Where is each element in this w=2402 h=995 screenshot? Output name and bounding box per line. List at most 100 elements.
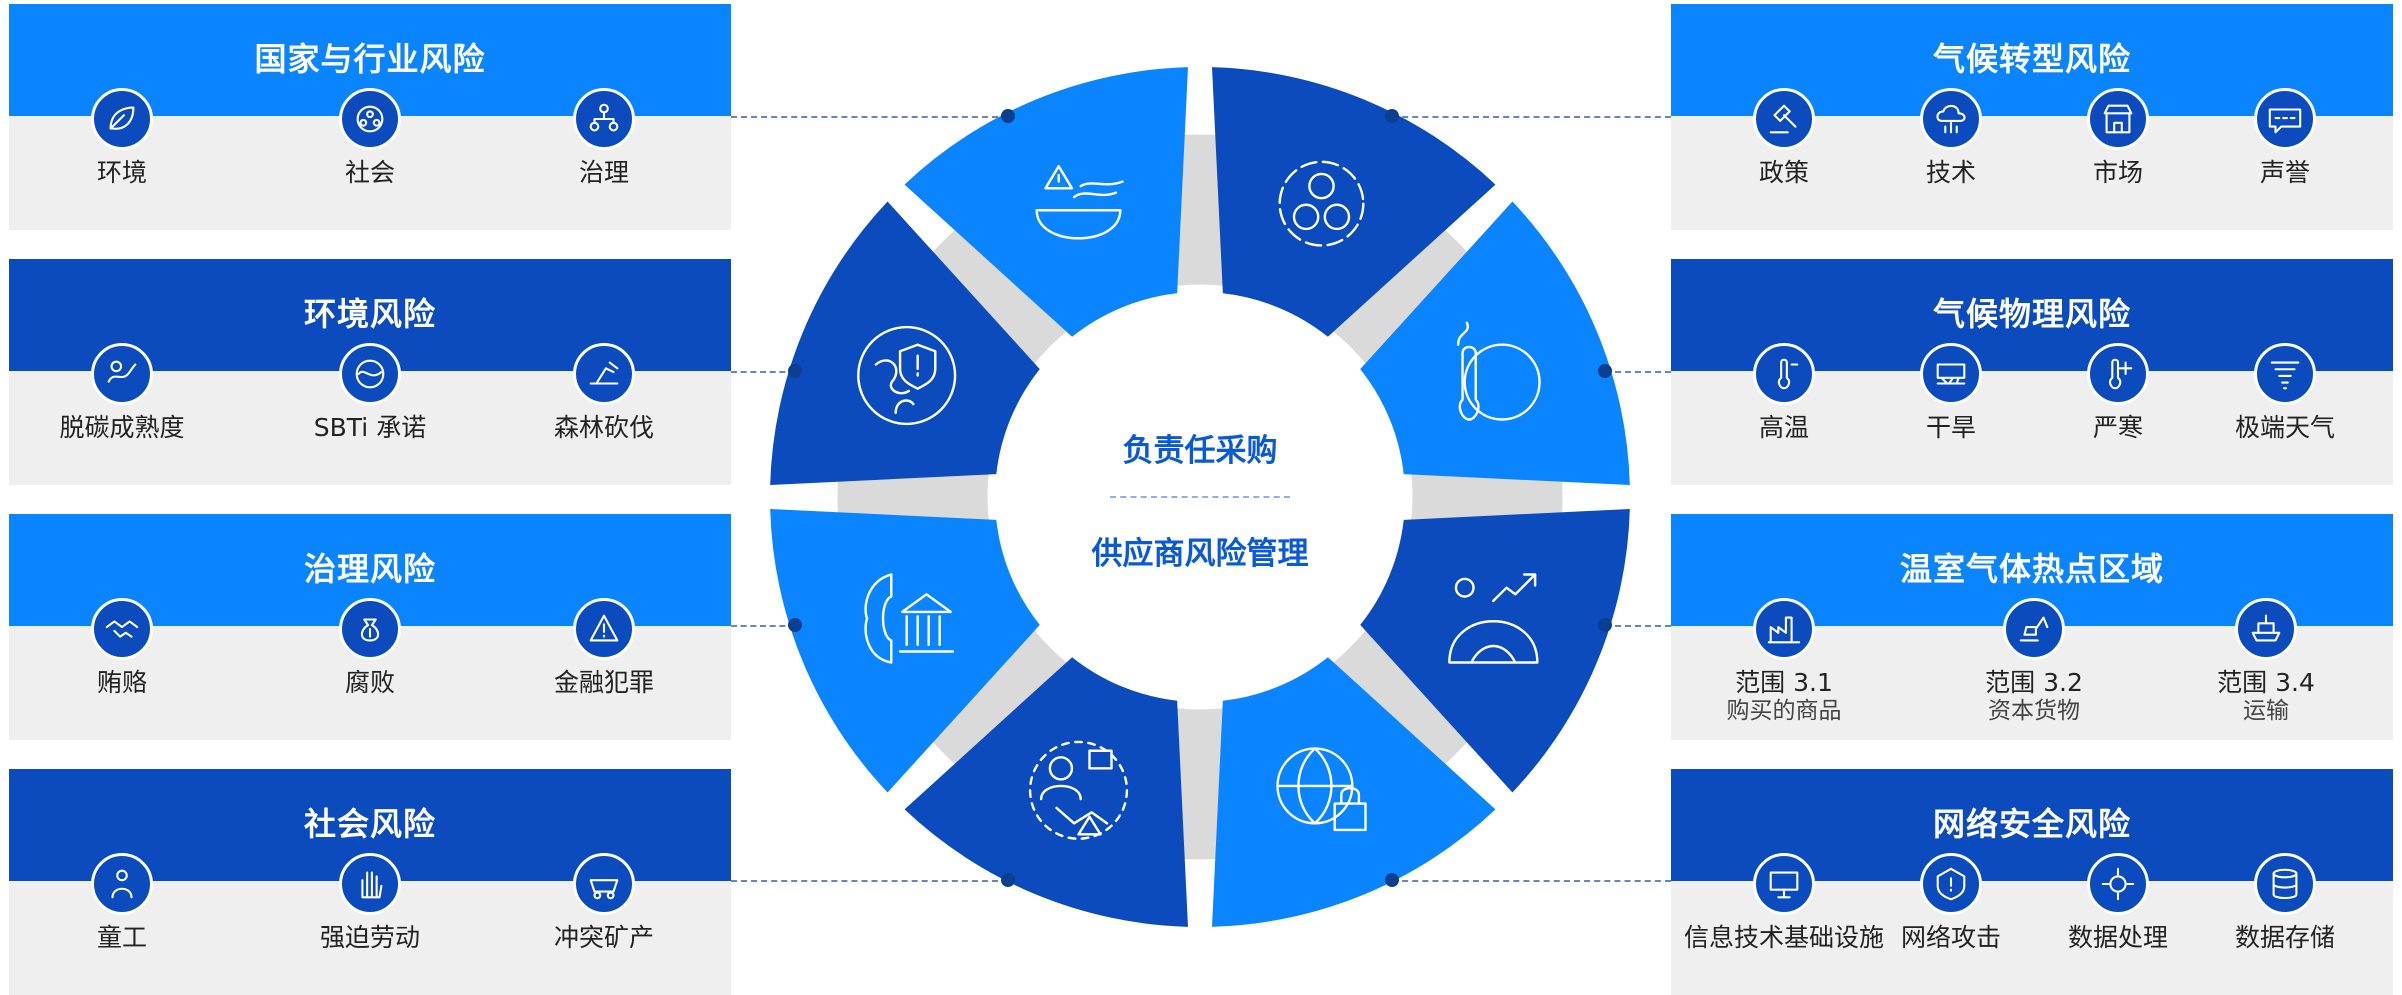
- risk-item-icon-badge: [339, 598, 401, 660]
- risk-item-icon-badge: [339, 343, 401, 405]
- risk-item-label: 极端天气: [2234, 413, 2335, 442]
- fire-thermometer-globe-icon: [1456, 321, 1541, 421]
- connector-line: [731, 371, 795, 373]
- factory-icon: [1767, 616, 1801, 644]
- panel-title: 气候物理风险: [1932, 295, 2131, 333]
- left-panel-3: 社会风险童工强迫劳动冲突矿产: [9, 769, 731, 995]
- risk-item: 声誉: [2170, 88, 2400, 188]
- data-process-icon: [2101, 867, 2135, 901]
- sun-trend-globe-icon: [1448, 573, 1539, 664]
- risk-item-icon-badge: [91, 853, 153, 915]
- connector-line: [731, 625, 795, 627]
- handshake-icon: [105, 620, 139, 638]
- ship-icon: [2251, 614, 2281, 642]
- panel-title: 气候转型风险: [1932, 40, 2131, 78]
- panel-title: 治理风险: [303, 550, 436, 588]
- connector-dot: [1385, 109, 1399, 123]
- gavel-icon: [1769, 104, 1797, 134]
- risk-item: SBTi 承诺: [255, 343, 485, 443]
- right-panel-0: 气候转型风险政策技术市场声誉: [1671, 4, 2393, 230]
- risk-item-label: 范围 3.2: [1985, 668, 2083, 697]
- risk-item: 数据处理: [2003, 853, 2233, 953]
- wheel-segment: [1212, 67, 1496, 337]
- connector-line: [1605, 371, 1671, 373]
- hand-icon: [361, 871, 383, 899]
- wheel-segment: [1212, 657, 1496, 927]
- risk-item-icon-badge: [91, 343, 153, 405]
- panel-title: 社会风险: [303, 805, 436, 843]
- connector-dot: [1001, 109, 1015, 123]
- risk-item-icon-badge: [573, 853, 635, 915]
- cold-icon: [2109, 358, 2133, 390]
- risk-item-icon-badge: [2087, 88, 2149, 150]
- center-divider: [1110, 496, 1290, 498]
- risk-item-icon-badge: [2254, 88, 2316, 150]
- globe-leaf-shield-icon: [857, 325, 957, 426]
- wheel-segment: [904, 67, 1188, 337]
- risk-item: 高温: [1669, 343, 1899, 443]
- risk-item-label: 网络攻击: [1900, 923, 2001, 952]
- risk-item-icon-badge: [1920, 343, 1982, 405]
- risk-item: 冲突矿产: [489, 853, 719, 953]
- risk-item-label: 脱碳成熟度: [59, 413, 185, 442]
- risk-item-icon-badge: [573, 598, 635, 660]
- risk-item-label: 市场: [2092, 158, 2143, 187]
- risk-item-label: 严寒: [2092, 413, 2143, 442]
- mine-cart-icon: [589, 879, 619, 900]
- connector-dot: [1598, 618, 1612, 632]
- globe-lock-icon: [1276, 747, 1367, 832]
- gear-bank-icon: [864, 573, 955, 664]
- cloud-tech-icon: [1936, 104, 1966, 134]
- risk-item: 腐败: [255, 598, 485, 698]
- risk-item: 数据存储: [2170, 853, 2400, 953]
- risk-item-label: 信息技术基础设施: [1683, 923, 1884, 952]
- risk-item-label: 范围 3.4: [2217, 668, 2315, 697]
- wheel-segment: [770, 201, 1040, 485]
- risk-item-sublabel: 购买的商品: [1726, 698, 1842, 724]
- connector-dot: [1598, 364, 1612, 378]
- risk-item-label: 环境: [96, 158, 147, 187]
- risk-item-icon-badge: [91, 88, 153, 150]
- left-panel-2: 治理风险贿赂腐败金融犯罪: [9, 514, 731, 740]
- risk-item-icon-badge: [1920, 853, 1982, 915]
- risk-item-icon-badge: [573, 343, 635, 405]
- risk-item-icon-badge: [2254, 343, 2316, 405]
- risk-item-label: 范围 3.1: [1735, 668, 1833, 697]
- connector-line: [1392, 880, 1671, 882]
- risk-item-icon-badge: [2235, 598, 2297, 660]
- risk-item: 童工: [7, 853, 237, 953]
- risk-item-label: 声誉: [2259, 158, 2310, 187]
- risk-item-icon-badge: [2254, 853, 2316, 915]
- connector-line: [1605, 625, 1671, 627]
- risk-item-icon-badge: [1753, 88, 1815, 150]
- connector-dot: [788, 618, 802, 632]
- risk-item-icon-badge: [2003, 598, 2065, 660]
- connector-dot: [1001, 873, 1015, 887]
- risk-item-label: 治理: [578, 158, 629, 187]
- risk-item-sublabel: 运输: [2243, 698, 2289, 724]
- risk-item-icon-badge: [2087, 853, 2149, 915]
- excavator-icon: [2019, 616, 2049, 642]
- connector-line: [731, 880, 1008, 882]
- risk-item: 脱碳成熟度: [7, 343, 237, 443]
- center-title-line2: 供应商风险管理: [1091, 536, 1309, 572]
- risk-item-icon-badge: [91, 598, 153, 660]
- risk-item-label: 数据存储: [2234, 923, 2335, 952]
- risk-item-sublabel: 资本货物: [1988, 698, 2080, 724]
- panel-title: 环境风险: [303, 295, 436, 333]
- risk-item-icon-badge: [573, 88, 635, 150]
- risk-item-label: 干旱: [1925, 413, 1976, 442]
- risk-item-icon-badge: [1920, 88, 1982, 150]
- risk-item: 森林砍伐: [489, 343, 719, 443]
- risk-item-icon-badge: [1753, 853, 1815, 915]
- wheel-segment: [904, 657, 1188, 927]
- drought-icon: [1936, 363, 1966, 385]
- database-icon: [2272, 868, 2298, 900]
- risk-item-label: 冲突矿产: [553, 923, 654, 952]
- panel-title: 网络安全风险: [1932, 805, 2131, 843]
- connector-line: [1392, 116, 1671, 118]
